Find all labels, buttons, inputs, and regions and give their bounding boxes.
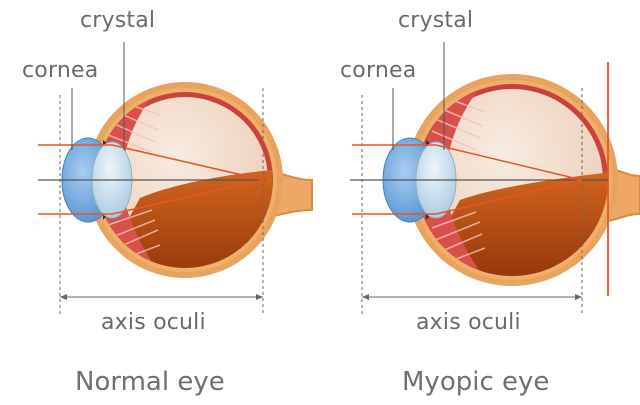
crystal-label: crystal: [398, 8, 473, 33]
axis-oculi-label: axis oculi: [416, 310, 521, 335]
diagram-caption: Myopic eye: [402, 367, 549, 397]
cornea-label: cornea: [22, 58, 98, 83]
axis-oculi-label: axis oculi: [101, 310, 206, 335]
crystal-label: crystal: [80, 8, 155, 33]
diagram-caption: Normal eye: [75, 367, 225, 397]
cornea-label: cornea: [340, 58, 416, 83]
